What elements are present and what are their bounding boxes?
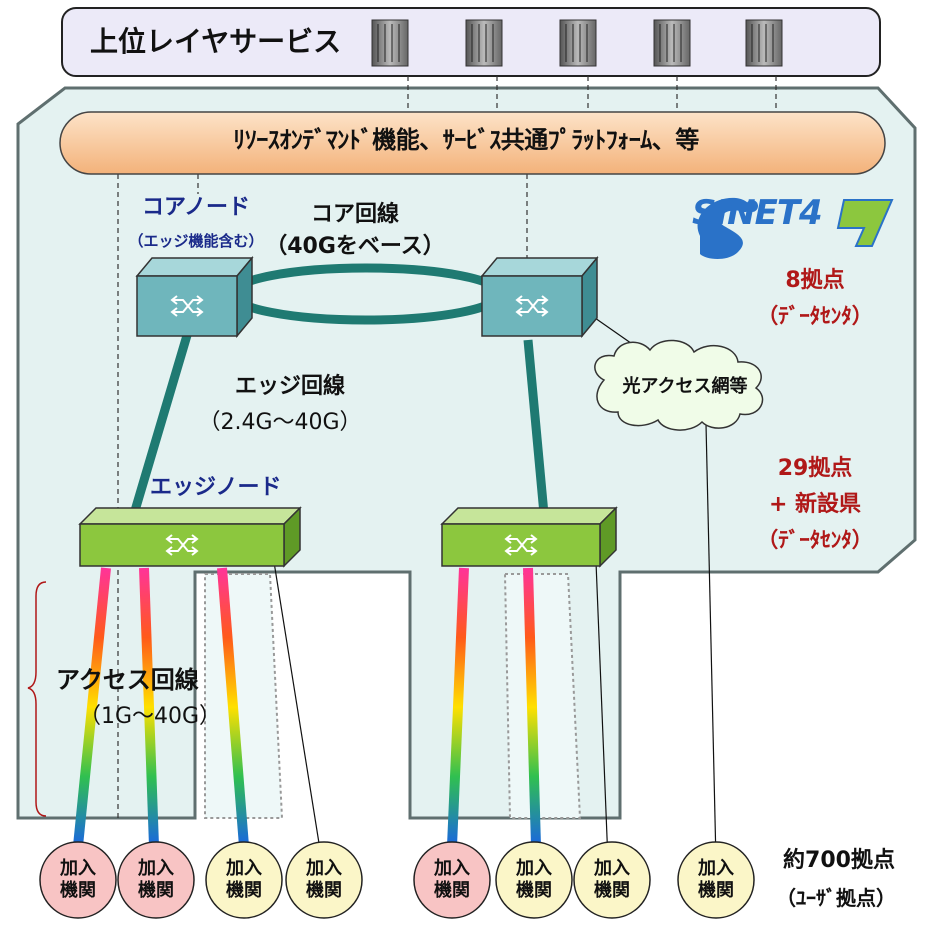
member-circle <box>495 841 573 919</box>
member-circle <box>573 841 651 919</box>
core-line-sublabel: （40Gをベース） <box>265 234 445 259</box>
core-node-sublabel: （エッジ機能含む） <box>128 232 264 250</box>
server-icon <box>465 19 503 67</box>
core-line-label: コア回線 <box>310 202 399 227</box>
member-circle <box>117 841 195 919</box>
member-org-label: 加入 機関 <box>60 858 96 901</box>
edge-link-right <box>523 339 549 515</box>
member-org-label: 加入 機関 <box>226 858 262 901</box>
access-line-label: アクセス回線 <box>56 666 199 694</box>
core-node-label: コアノード <box>141 195 251 220</box>
logo-icon <box>697 197 894 259</box>
member-org-label: 加入 機関 <box>594 858 630 901</box>
edge-switch-left <box>78 506 302 568</box>
member-org-label: 加入 機関 <box>434 858 470 901</box>
sites-29-count: 29拠点 <box>777 456 853 481</box>
core-switch-left <box>135 255 254 339</box>
user-sites-count: 約700拠点 <box>783 848 895 873</box>
member-org-label: 加入 機関 <box>138 858 174 901</box>
edge-node-label: エッジノード <box>150 475 282 500</box>
sites-29-desc: （ﾃﾞｰﾀｾﾝﾀ） <box>757 528 873 552</box>
access-line-sublabel: （1G～40G） <box>78 704 222 729</box>
upper-layer-title: 上位レイヤサービス <box>90 25 342 58</box>
server-icon <box>559 19 597 67</box>
sites-8-count: 8拠点 <box>785 268 845 293</box>
member-circle <box>39 841 117 919</box>
core-switch-right <box>480 255 599 339</box>
common-services-label: ﾘｿｰｽｵﾝﾃﾞﾏﾝﾄﾞ機能、ｻｰﾋﾞｽ共通ﾌﾟﾗｯﾄﾌｫｰﾑ、等 <box>233 126 699 154</box>
edge-switch-right <box>440 506 618 568</box>
member-circles <box>39 841 755 919</box>
common-services-bar <box>59 111 886 175</box>
access-area-shading <box>204 573 582 819</box>
edge-link-left <box>129 330 193 516</box>
server-connectors <box>117 76 777 818</box>
edge-line-label: エッジ回線 <box>234 374 345 399</box>
access-links <box>73 567 541 847</box>
sites-29-new: + 新設県 <box>768 492 862 517</box>
user-sites-desc: （ﾕｰｻﾞ拠点） <box>776 886 896 910</box>
cloud-label: 光アクセス網等 <box>622 376 748 397</box>
member-circle <box>285 841 363 919</box>
member-org-label: 加入 機関 <box>306 858 342 901</box>
edge-line-sublabel: （2.4G～40G） <box>198 410 362 435</box>
member-circle <box>677 841 755 919</box>
member-org-label: 加入 機関 <box>698 858 734 901</box>
member-org-label: 加入 機関 <box>516 858 552 901</box>
server-icon <box>745 19 783 67</box>
server-icon <box>371 19 409 67</box>
access-bracket <box>27 581 47 817</box>
sites-8-desc: （ﾃﾞｰﾀｾﾝﾀ） <box>757 304 873 328</box>
member-circle <box>205 841 283 919</box>
logo-text: SINET4 <box>692 193 823 233</box>
server-icon <box>653 19 691 67</box>
cloud-icon <box>594 339 764 431</box>
member-circle <box>413 841 491 919</box>
